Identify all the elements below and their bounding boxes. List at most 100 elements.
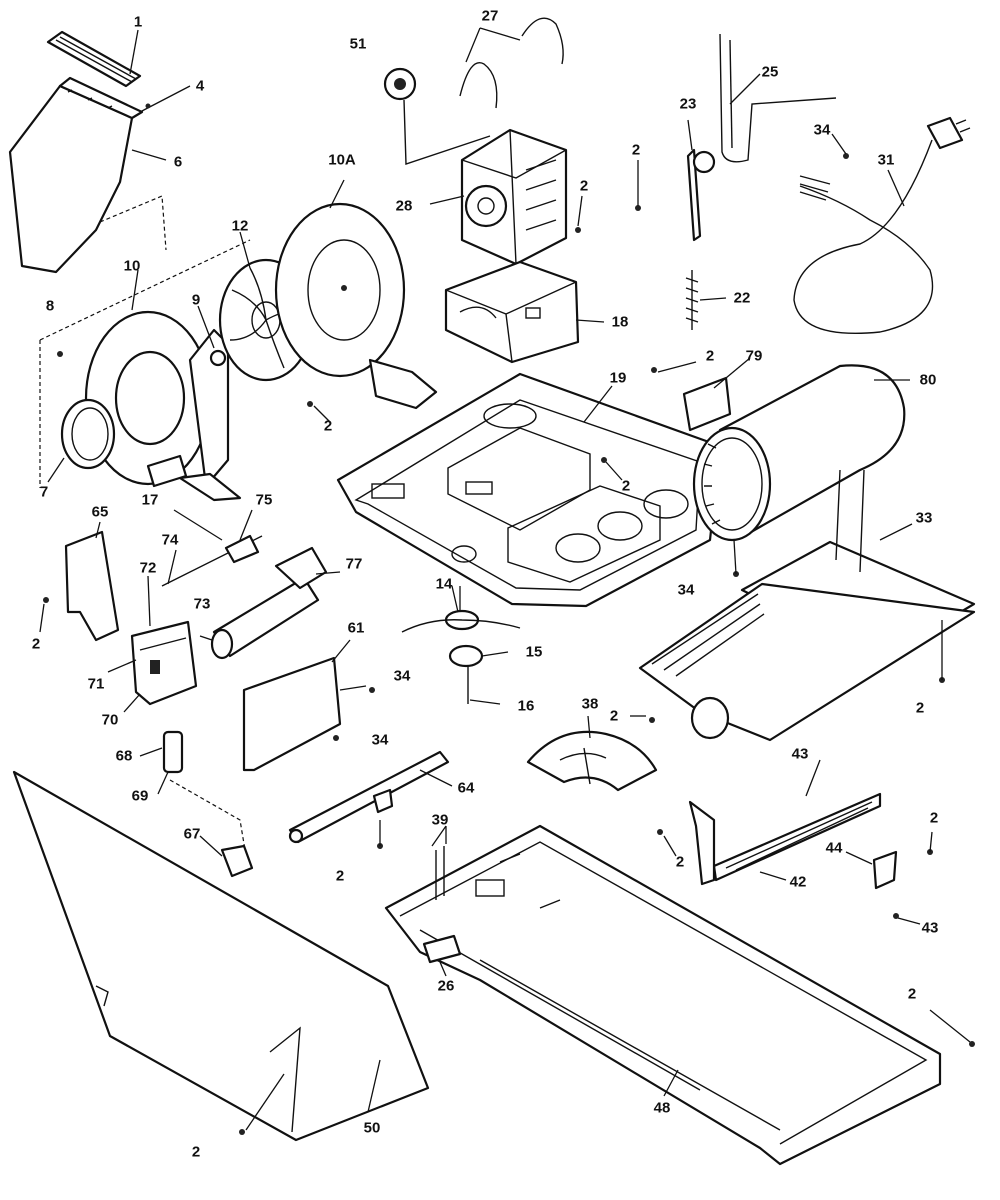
blower-housing-front [39,239,251,502]
callout-28: 28 [395,197,413,215]
callout-31: 31 [877,151,895,169]
callout-7: 7 [39,483,49,501]
callout-71: 71 [87,675,105,693]
callout-14: 14 [435,575,453,593]
callout-73: 73 [193,595,211,613]
drive-belt [719,33,837,163]
callout-2e: 2 [621,477,631,495]
callout-26: 26 [437,977,455,995]
callout-39: 39 [431,811,449,829]
callout-1: 1 [133,13,143,31]
callout-38: 38 [581,695,599,713]
callout-61: 61 [347,619,365,637]
motor-wire-harness [459,17,564,109]
callout-2h: 2 [915,699,925,717]
callout-6: 6 [173,153,183,171]
blower-seal [47,398,116,483]
callout-18: 18 [611,313,629,331]
callout-12: 12 [231,217,249,235]
callout-2c: 2 [705,347,715,365]
screw-markers [39,133,975,1135]
roller-bracket [199,835,254,878]
lint-duct [8,76,191,274]
callout-68: 68 [115,747,133,765]
callout-70: 70 [101,711,119,729]
idler-spring [685,270,727,330]
burner-shield [242,639,367,772]
thermostat-bracket [64,521,120,642]
callout-51: 51 [349,35,367,53]
callout-42: 42 [789,873,807,891]
callout-8: 8 [45,297,55,315]
callout-34a: 34 [813,121,831,139]
floor-pad [146,454,461,610]
callout-44: 44 [825,839,843,857]
leveling-foot [422,934,462,977]
thermostat-probe [161,509,263,587]
callout-9: 9 [191,291,201,309]
motor-switch [383,67,491,165]
callout-33: 33 [915,509,933,527]
callout-75: 75 [255,491,273,509]
callout-16: 16 [517,697,535,715]
callout-25: 25 [761,63,779,81]
callout-43b: 43 [921,919,939,937]
callout-2m: 2 [191,1143,201,1161]
callout-67: 67 [183,825,201,843]
igniter [139,730,247,857]
callout-2d: 2 [323,417,333,435]
blower-housing-rear [274,179,438,410]
callout-79: 79 [745,347,763,365]
water-valve-bracket [431,825,447,900]
power-cord [793,116,971,335]
callout-34c: 34 [393,667,411,685]
callout-2i: 2 [929,809,939,827]
heater-duct [692,364,910,542]
clip-9 [197,305,227,367]
callout-10a: 10A [328,151,356,169]
timer-switch [107,575,198,713]
callout-34d: 34 [371,731,389,749]
drive-motor [429,128,568,266]
callout-80: 80 [919,371,937,389]
callout-2b: 2 [579,177,589,195]
front-support-rail [688,759,882,886]
callout-64: 64 [457,779,475,797]
callout-4: 4 [195,77,205,95]
base-pan [336,372,722,608]
heater-bracket [682,357,751,432]
callout-2a: 2 [631,141,641,159]
callout-2l: 2 [907,985,917,1003]
callout-2g: 2 [609,707,619,725]
callout-27: 27 [481,7,499,25]
callout-72: 72 [139,559,157,577]
callout-50: 50 [363,1119,381,1137]
callout-10: 10 [123,257,141,275]
callout-22: 22 [733,289,751,307]
callout-19: 19 [609,369,627,387]
burner-tube [199,546,341,660]
cabinet-base [384,824,942,1166]
exhaust-trough [638,582,976,742]
drum-roller [288,750,453,844]
callout-23: 23 [679,95,697,113]
callout-65: 65 [91,503,109,521]
callout-48: 48 [653,1099,671,1117]
motor-mount [444,260,605,364]
callout-74: 74 [161,531,179,549]
callout-43a: 43 [791,745,809,763]
callout-2f: 2 [31,635,41,653]
callout-15: 15 [525,643,543,661]
callout-17: 17 [141,491,159,509]
front-panel [12,770,430,1142]
drum-bearing [401,585,521,705]
callout-69: 69 [131,787,149,805]
callout-2k: 2 [675,853,685,871]
exhaust-duct [526,715,658,792]
callout-34b: 34 [677,581,695,599]
callout-77: 77 [345,555,363,573]
callout-2j: 2 [335,867,345,885]
support-clip [845,850,898,890]
idler-arm [686,119,716,242]
